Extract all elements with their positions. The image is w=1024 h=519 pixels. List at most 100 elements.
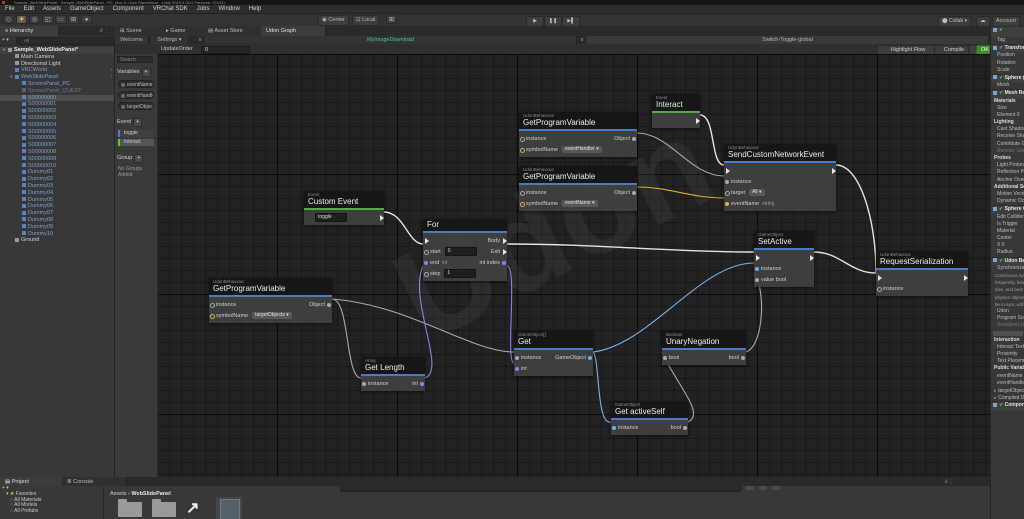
inspector-row[interactable]: Proximity xyxy=(991,351,1024,358)
component-checkbox[interactable]: ✓ xyxy=(999,90,1005,97)
menu-edit[interactable]: Edit xyxy=(23,6,35,12)
hierarchy-item-s00000003[interactable]: S00000003 xyxy=(0,115,114,122)
breadcrumb-root[interactable]: Assets xyxy=(110,491,127,497)
prefab-chevron-icon[interactable]: › xyxy=(110,74,112,81)
inspector-row[interactable]: Udon xyxy=(991,308,1024,315)
inspector-row[interactable]: Size xyxy=(991,105,1024,112)
prefab-chevron-icon[interactable]: › xyxy=(110,67,112,74)
inspector-row[interactable]: Rotation xyxy=(991,60,1024,67)
transform-tool[interactable]: ⊞ xyxy=(68,15,80,24)
hierarchy-item-s00000006[interactable]: S00000006 xyxy=(0,135,114,142)
component-checkbox[interactable]: ✓ xyxy=(999,402,1005,409)
inspector-row[interactable]: Interact Text xyxy=(991,344,1024,351)
inspector-row[interactable]: Compiled Data xyxy=(991,394,1024,401)
inspector-row[interactable]: Element 0 xyxy=(991,112,1024,119)
events-header-add-button[interactable]: + xyxy=(133,118,143,127)
step-button[interactable]: ▶▌ xyxy=(562,15,580,27)
hierarchy-item-s00000005[interactable]: S00000005 xyxy=(0,129,114,136)
favorite-all-models[interactable]: ○ All Models xyxy=(0,502,103,509)
tab-myimagedownload[interactable]: MyImageDownload xyxy=(205,36,577,44)
move-tool[interactable]: ✚ xyxy=(16,15,28,24)
expander-icon[interactable]: ▾ xyxy=(10,74,13,80)
inspector-row[interactable]: eventName xyxy=(991,373,1024,380)
inspector-row[interactable]: Mesh xyxy=(991,82,1024,89)
tab-hierarchy[interactable]: ≡ Hierarchy xyxy=(0,26,59,36)
tab-welcome[interactable]: Welcome xyxy=(115,36,149,44)
hierarchy-item-s00000002[interactable]: S00000002 xyxy=(0,108,114,115)
custom-tool[interactable]: ● xyxy=(81,15,92,24)
hierarchy-item-s00000004[interactable]: S00000004 xyxy=(0,122,114,129)
tab-settings[interactable]: Settings ▾ xyxy=(151,36,189,44)
rotate-tool[interactable]: ◎ xyxy=(29,15,41,24)
cloud-icon[interactable]: ☁ xyxy=(976,15,990,27)
hierarchy-item-dummy01[interactable]: Dummy01 xyxy=(0,169,114,176)
hierarchy-item-s00000008[interactable]: S00000008 xyxy=(0,149,114,156)
value-field[interactable]: 0 xyxy=(444,247,477,256)
dropdown[interactable]: All ▾ xyxy=(749,189,765,196)
expander-icon[interactable]: ▾ xyxy=(3,47,6,52)
inspector-row[interactable]: Contribute Global xyxy=(991,141,1024,148)
tab-asset-store[interactable]: ▤ Asset Store xyxy=(203,26,270,36)
hand-tool[interactable]: ◇ xyxy=(3,15,14,24)
menu-assets[interactable]: Assets xyxy=(43,6,62,12)
hierarchy-item-s00000009[interactable]: S00000009 xyxy=(0,156,114,163)
menu-gameobject[interactable]: GameObject xyxy=(70,6,104,12)
inspector-row[interactable] xyxy=(991,330,1024,337)
tab-switch-toggle-global[interactable]: Switch-Toggle-global xyxy=(587,36,989,44)
inspector-row[interactable]: Edit Collider xyxy=(991,214,1024,221)
assign-button[interactable] xyxy=(993,330,1023,336)
asset-panel-icon[interactable] xyxy=(220,499,240,519)
inspector-row[interactable]: Cast Shadows xyxy=(991,126,1024,133)
hierarchy-item-dummy04[interactable]: Dummy04 xyxy=(0,190,114,197)
component-checkbox[interactable]: ✓ xyxy=(999,257,1005,264)
menu-jobs[interactable]: Jobs xyxy=(196,6,210,12)
inspector-row[interactable]: Center xyxy=(991,235,1024,242)
hierarchy-item-dummy06[interactable]: Dummy06 xyxy=(0,203,114,210)
inspector-row[interactable]: Reflection Probes xyxy=(991,169,1024,176)
pivot-center-button[interactable]: ◉ Center xyxy=(318,15,349,26)
star-icon[interactable] xyxy=(772,486,780,490)
hierarchy-item-s00000000[interactable]: S00000000 xyxy=(0,94,114,102)
component-checkbox[interactable]: ✓ xyxy=(999,45,1005,52)
asset-arrow-icon[interactable]: ↗ xyxy=(186,500,200,517)
asset-folder-icon[interactable] xyxy=(118,499,142,517)
favorite-all-materials[interactable]: ○ All Materials xyxy=(0,497,103,504)
hierarchy-item-dummy10[interactable]: Dummy10 xyxy=(0,231,114,238)
hierarchy-item-dummy09[interactable]: Dummy09 xyxy=(0,224,114,231)
graph-search-input[interactable]: Search xyxy=(117,56,153,63)
favorites-header[interactable]: ▾ ★ Favorites xyxy=(0,491,103,498)
hierarchy-item-directional-light[interactable]: Directional Light xyxy=(0,61,114,68)
hierarchy-item-main-camera[interactable]: Main Camera xyxy=(0,54,114,61)
hierarchy-add-button[interactable]: + ▾ xyxy=(2,37,9,43)
dropdown[interactable]: eventName ▾ xyxy=(562,200,598,207)
variable-targetobjects[interactable]: targetObjects xyxy=(118,102,154,110)
breadcrumb-current[interactable]: WebSlidePanel xyxy=(131,491,171,497)
hierarchy-item-dummy08[interactable]: Dummy08 xyxy=(0,217,114,224)
hierarchy-item-vrcworld[interactable]: VRCWorld› xyxy=(0,67,114,74)
menu-window[interactable]: Window xyxy=(218,6,240,12)
collab-button[interactable]: ⬤ Collab ▾ xyxy=(938,15,972,27)
groups-header-add-button[interactable]: + xyxy=(134,154,144,163)
hierarchy-search-input[interactable]: All xyxy=(16,37,114,45)
menu-component[interactable]: Component xyxy=(112,6,144,12)
enabled-checkbox[interactable]: ✓ xyxy=(999,27,1004,33)
favorite-all-prefabs[interactable]: ○ All Prefabs xyxy=(0,508,103,515)
inspector-row[interactable]: Text Placement xyxy=(991,358,1024,365)
play-button[interactable]: ▶ xyxy=(526,15,544,27)
component-checkbox[interactable]: ✓ xyxy=(999,74,1005,81)
event-interact[interactable]: Interact xyxy=(118,139,154,146)
event-toggle[interactable]: toggle xyxy=(118,130,154,137)
inspector-row[interactable]: Anchor Override xyxy=(991,177,1024,184)
hierarchy-item-screenpanel-quest[interactable]: ScreenPanel_QUEST xyxy=(0,88,114,95)
hierarchy-item-ground[interactable]: Ground xyxy=(0,237,114,244)
tag-icon[interactable] xyxy=(759,486,767,490)
update-order-field[interactable]: 0 xyxy=(201,45,250,54)
